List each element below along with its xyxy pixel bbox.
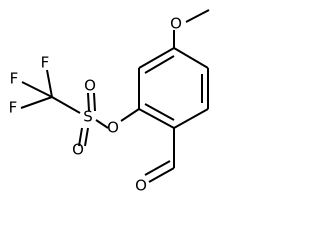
bond-ring-ester-o [120, 108, 140, 122]
bond-ester-o-s [95, 119, 109, 129]
bond-aldehyde-o-1 [148, 167, 175, 183]
bond-ring-c3-c4 [138, 47, 175, 69]
atom-label-o-ester: O [107, 119, 119, 137]
bond-ring-c6-c1 [173, 108, 209, 129]
atom-label-f-bottom: F [9, 99, 18, 117]
bond-s-o-top-1 [87, 92, 90, 112]
bond-ring-c4-c5 [173, 47, 209, 69]
atom-label-o-sulfonyl-bottom: O [72, 141, 84, 159]
bond-cf3-f-bottom [20, 96, 53, 109]
bond-methyl-o [185, 9, 210, 23]
bond-ring-c1-c2 [138, 108, 175, 129]
atom-label-o-aldehyde: O [135, 177, 147, 195]
atom-label-o-methoxy: O [170, 15, 182, 33]
bond-s-o-bottom-1 [78, 127, 83, 147]
bond-ring-inner-3 [144, 55, 175, 74]
atom-label-f-top: F [41, 54, 50, 72]
atom-label-f-left: F [10, 70, 19, 88]
bond-s-o-top-2 [93, 92, 96, 112]
bond-ring-inner-2 [144, 103, 175, 121]
chemical-structure-diagram: O F F F S O O O O [8, 9, 210, 195]
bond-cf3-f-top [46, 69, 53, 98]
bond-s-o-bottom-2 [84, 127, 89, 147]
bond-cf3-f-left [21, 81, 53, 98]
molecule-svg: O F F F S O O O O [9, 9, 210, 195]
bond-aldehyde-o-2 [144, 160, 171, 176]
atom-label-o-sulfonyl-top: O [84, 77, 96, 95]
atom-label-sulfur: S [83, 108, 93, 126]
bond-s-cf3 [51, 96, 81, 114]
